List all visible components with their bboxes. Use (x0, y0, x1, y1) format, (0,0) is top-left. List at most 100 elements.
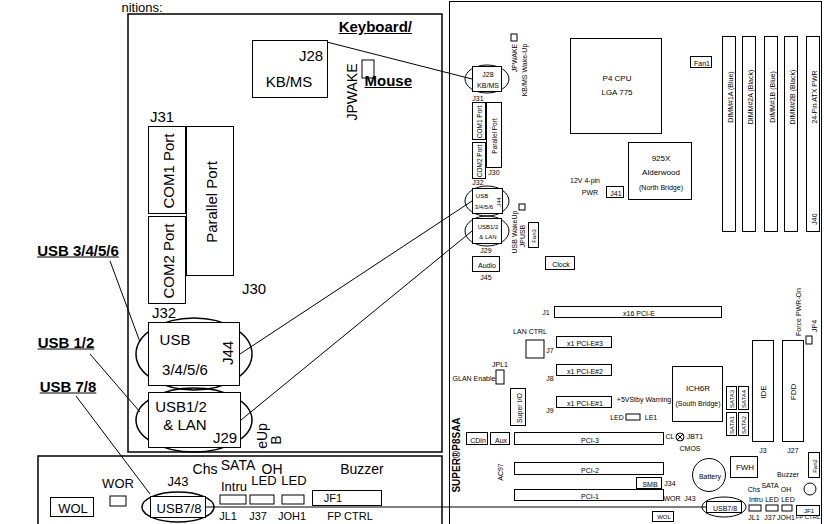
component-label: PCI-2 (581, 466, 599, 473)
highlight-ellipse (465, 186, 509, 216)
zoom-panel (38, 456, 442, 524)
component-label: LGA 775 (601, 89, 632, 97)
jumper-symbol (806, 336, 812, 344)
audio-header: CDin (466, 432, 488, 445)
power-connector: 24-Pin ATX PWRJ40 (806, 36, 820, 232)
buzzer-symbol (804, 483, 816, 495)
component-label: 925X (652, 155, 671, 163)
connector-id: JL1 (219, 511, 237, 522)
chip-box: 925XAlderwood(North Bridge) (628, 142, 692, 200)
port-box: COM2 Port (472, 142, 486, 179)
expansion-slot: x16 PCI-E (554, 306, 722, 318)
connector-label: 12V 4-pin (570, 177, 600, 184)
component-label: COM2 Port (161, 223, 176, 298)
port-box: Parallel Port (186, 126, 234, 276)
leader-line (241, 231, 472, 420)
component-label: ICH6R (686, 385, 710, 393)
component-label: USB7/8 (157, 502, 202, 515)
port-box: COM1 Port (472, 102, 486, 140)
component-label: CDin (470, 436, 486, 443)
chip-symbol (526, 340, 544, 358)
jumper-symbol (677, 434, 683, 440)
sata-port: SATA2 (738, 412, 749, 436)
callout-label: USB 3/4/5/6 (37, 243, 119, 258)
connector-id: J29 (480, 247, 491, 254)
component-label: DIMM#2B (Black) (789, 70, 796, 125)
connector-id: J37 (764, 514, 775, 521)
connector-box: J28KB/MS (252, 40, 328, 98)
highlight-ellipse (136, 318, 252, 390)
callout-label: Keyboard/ Mouse (322, 0, 412, 108)
drive-connector: FDD (782, 340, 804, 442)
component-label: USB1/2 (478, 224, 499, 230)
led-label: LE1 (645, 414, 657, 421)
highlight-ellipse (702, 497, 746, 517)
jumper-symbol (220, 495, 246, 504)
label-fragment: eUp (255, 423, 269, 449)
component-label: FWH (736, 464, 754, 472)
header-label: OH (781, 486, 792, 493)
component-label: J28 (482, 71, 493, 78)
connector-box: USB1/2& LANJ29 (148, 392, 241, 448)
sata-port: SATA1 (726, 412, 737, 436)
connector-id: J34 (664, 480, 675, 487)
jumper-label: USB WakeUp (511, 211, 518, 254)
header-box: WOL (50, 497, 94, 517)
led-label: LED (610, 414, 624, 421)
component-label: 3/4/5/6 (475, 204, 493, 210)
callout-label: USB 1/2 (38, 335, 95, 350)
chip-box: ICH6R (South Bridge) (672, 366, 723, 422)
port-box: COM2 Port (148, 216, 186, 304)
component-label: WOL (657, 514, 671, 520)
connector-id: J32 (152, 305, 176, 320)
component-label: FDD (790, 384, 798, 400)
component-label: Fan1 (694, 60, 710, 67)
header-label: LED (281, 474, 306, 487)
power-connector: J41 (606, 186, 624, 198)
component-label: (North Bridge) (639, 184, 683, 191)
jumper-symbol (676, 433, 684, 441)
component-label: USB1/2 (155, 399, 207, 414)
jumper-label: CL (666, 433, 675, 440)
component-label: IDE (760, 385, 768, 398)
header-label: Intru (749, 496, 763, 503)
connector-id: JL1 (748, 514, 759, 521)
board-outline (450, 2, 822, 524)
header-label: LED (781, 496, 795, 503)
component-label: & LAN (163, 417, 206, 432)
expansion-slot: x1 PCI-E#1 (556, 396, 612, 408)
jumper-label: JPWAKE (511, 44, 518, 73)
component-label: Parallel Port (204, 161, 219, 243)
header-symbol (282, 495, 304, 504)
header-label: Chs (748, 486, 760, 493)
component-label: COM2 Port (477, 145, 484, 178)
component-label: KB/MS (266, 74, 313, 89)
jumper-label: CMOS (680, 445, 701, 452)
header-label: SATA (221, 458, 256, 472)
component-label: DIMM#1A (Blue) (727, 71, 734, 122)
jumper-label: JPL1 (492, 361, 508, 368)
component-label: JF1 (804, 508, 814, 514)
expansion-slot: PCI-3 (514, 432, 664, 445)
connector-id: J31 (472, 95, 483, 102)
component-label: USB7/8 (713, 505, 737, 512)
component-label: (South Bridge) (675, 400, 720, 407)
component-label: SATA3 (729, 390, 735, 408)
component-label: WOL (58, 502, 88, 515)
header-label: WOR (663, 495, 680, 502)
connector-id: J30 (242, 281, 266, 296)
leader-line (240, 201, 472, 354)
jumper-label: GLAN Enable (453, 375, 496, 382)
memory-slot: DIMM#1A (Blue) (722, 36, 736, 232)
header-box: WOL (652, 511, 674, 522)
header-label: Chs (193, 462, 218, 476)
label-fragment: B (269, 435, 283, 444)
audio-header: Aux (490, 432, 510, 445)
header-symbol (782, 505, 792, 511)
connector-id: J7 (546, 347, 553, 354)
header-label: FP CTRL (327, 511, 373, 522)
part-label: Buzzer (777, 471, 799, 478)
connector-box: USB3/4/5/6J44 (148, 322, 240, 386)
connector-id: J37 (249, 511, 267, 522)
memory-slot: DIMM#1B (Blue) (764, 36, 778, 232)
